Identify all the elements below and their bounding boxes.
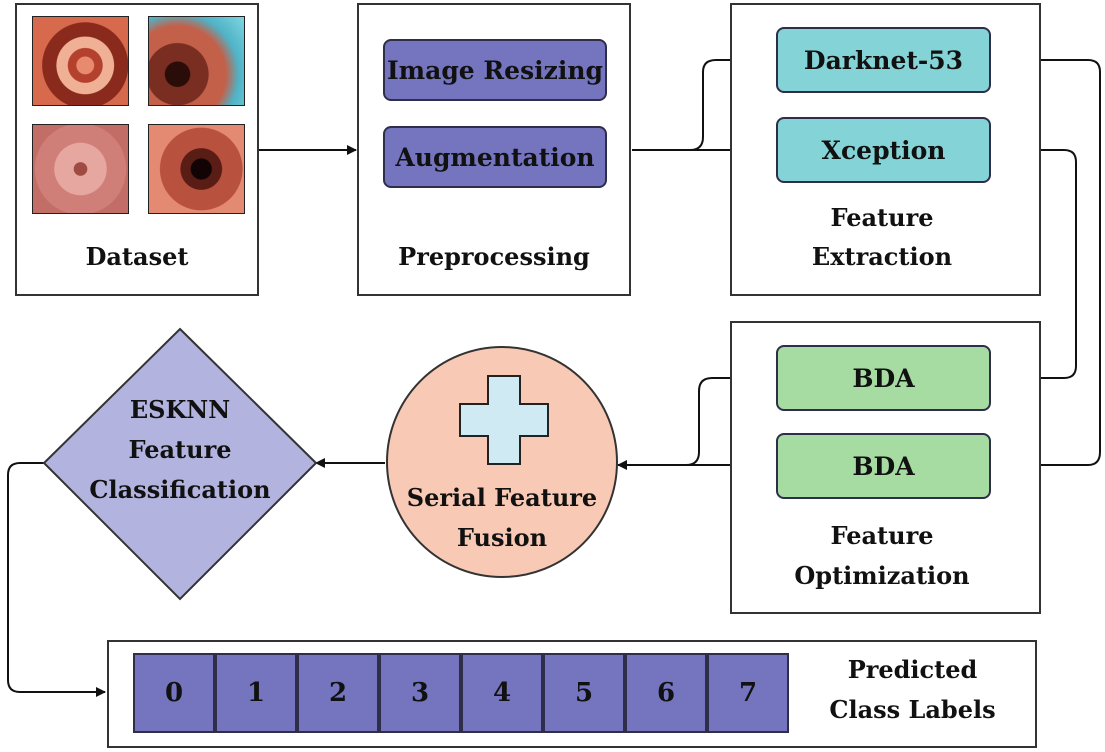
- fusion-label-line1: Serial Feature: [406, 483, 598, 512]
- predicted-label-line1: Predicted: [847, 655, 978, 684]
- augmentation-step: Augmentation: [383, 126, 607, 188]
- classification-label-line2: Feature: [128, 435, 232, 464]
- preprocessing-panel: Image Resizing Augmentation Preprocessin…: [357, 3, 631, 296]
- plus-icon: [459, 375, 549, 465]
- class-label-cell: 0: [133, 653, 215, 733]
- serial-feature-fusion-node: Serial Feature Fusion: [386, 346, 618, 578]
- classification-label-line1: ESKNN: [129, 395, 231, 424]
- class-label-cell: 3: [379, 653, 461, 733]
- darknet-53-model: Darknet-53: [776, 27, 991, 93]
- class-label-cell: 6: [625, 653, 707, 733]
- arrow-classification-to-labels: [7, 462, 106, 697]
- dataset-image-1: [32, 16, 129, 106]
- classification-diamond: [42, 327, 318, 601]
- bda-optimizer-2: BDA: [776, 433, 991, 499]
- preprocessing-label: Preprocessing: [398, 242, 590, 271]
- fusion-label-line2: Fusion: [456, 523, 548, 552]
- feature-optimization-label-line1: Feature: [830, 521, 934, 550]
- predicted-label-line2: Class Labels: [829, 695, 996, 724]
- dataset-label: Dataset: [85, 242, 189, 271]
- classification-label-line3: Classification: [89, 475, 271, 504]
- arrow-xception-to-bda-1: [991, 149, 1077, 383]
- bda-optimizer-1: BDA: [776, 345, 991, 411]
- xception-model: Xception: [776, 117, 991, 183]
- class-label-cell: 1: [215, 653, 297, 733]
- class-label-cell: 7: [707, 653, 789, 733]
- dataset-panel: Dataset: [15, 3, 259, 296]
- image-resizing-step: Image Resizing: [383, 39, 607, 101]
- dataset-image-2: [148, 16, 245, 106]
- class-label-cell: 5: [543, 653, 625, 733]
- class-label-cell: 2: [297, 653, 379, 733]
- feature-extraction-label-line1: Feature: [830, 203, 934, 232]
- arrow-darknet-to-bda-2: [991, 59, 1101, 470]
- dataset-image-4: [148, 124, 245, 214]
- feature-optimization-label-line2: Optimization: [794, 561, 970, 590]
- class-label-cell: 4: [461, 653, 543, 733]
- arrow-bda-1-to-fusion: [685, 377, 776, 466]
- feature-extraction-label-line2: Extraction: [811, 242, 953, 271]
- dataset-image-3: [32, 124, 129, 214]
